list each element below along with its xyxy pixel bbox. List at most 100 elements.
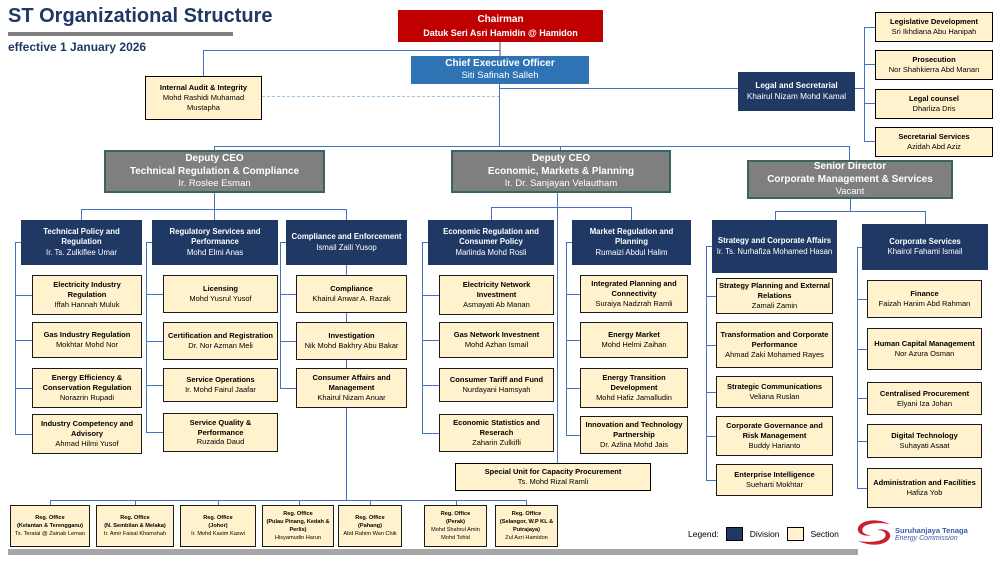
person-name: Mohd Elmi Anas — [186, 247, 244, 257]
person-name: Asmayati Ab Manan — [463, 299, 530, 309]
person-name: Marlinda Mohd Rosli — [455, 247, 527, 257]
section-box: Industry Competency and Advisory Ahmad H… — [32, 414, 142, 454]
connector-line — [422, 340, 440, 342]
connector-line — [214, 193, 216, 210]
person-name: Mohd Yusrul Yusof — [189, 294, 252, 303]
regional-office-box: Reg. Office (Pulau Pinang, Kedah & Perli… — [262, 505, 334, 547]
person-name: Sri Ikhdiana Abu Hanipah — [891, 27, 977, 36]
bottom-bar — [8, 549, 858, 555]
connector-line — [560, 146, 562, 151]
connector-line — [81, 209, 346, 211]
box-title: Legal counsel — [908, 94, 959, 104]
person-name: Ismail Zaili Yusop — [316, 242, 377, 252]
connector-line — [422, 242, 424, 433]
legal-secretarial-box: Legal and Secretarial Khairul Nizam Mohd… — [738, 72, 855, 111]
connector-line — [864, 27, 875, 29]
connector-line — [146, 242, 148, 432]
dept-title: Technical Regulation & Compliance — [129, 165, 300, 177]
section-box: Licensing Mohd Yusrul Yusof — [163, 275, 278, 313]
section-box: Digital Technology Suhayati Asaat — [867, 424, 982, 458]
box-title: Industry Competency and Advisory — [40, 419, 134, 439]
connector-line — [203, 50, 205, 76]
box-title: Reg. Office — [203, 514, 233, 521]
person-name: Ahmad Zaki Mohamed Rayes — [725, 349, 824, 359]
person-name: Khairul Nizam Anuar — [317, 392, 386, 402]
section-box: Energy Transition Development Mohd Hafiz… — [580, 368, 688, 408]
section-box: Investigation Nik Mohd Bakhry Abu Bakar — [296, 322, 407, 360]
legend-division-swatch — [725, 527, 743, 541]
connector-line — [526, 500, 528, 506]
person-name: Zaharin Zulkifli — [472, 437, 521, 447]
section-box: Innovation and Technology Partnership Dr… — [580, 416, 688, 454]
connector-line — [566, 435, 581, 437]
section-box: Consumer Tariff and Fund Nurdayani Hamsy… — [439, 368, 554, 402]
connector-line — [422, 242, 429, 244]
section-box: Administration and Facilities Hafiza Yob — [867, 468, 982, 508]
box-title: Strategic Communications — [726, 382, 823, 392]
connector-line — [706, 345, 717, 347]
connector-line — [346, 209, 348, 221]
logo-swoosh-icon — [856, 519, 892, 551]
special-unit-box: Special Unit for Capacity Procurement Ts… — [455, 463, 651, 491]
executive-box: Deputy CEO Technical Regulation & Compli… — [104, 150, 325, 193]
division-box: Market Regulation and Planning Rumaizi A… — [572, 220, 691, 265]
section-box: Strategic Communications Veliana Ruslan — [716, 376, 833, 408]
box-title: Prosecution — [912, 55, 956, 65]
person-name: Nurdayani Hamsyah — [462, 385, 531, 394]
person-name: Elyani Iza Johan — [896, 398, 953, 408]
connector-line — [456, 500, 458, 506]
person-name: Veliana Ruslan — [749, 392, 800, 401]
person-name: Nor Shahkierra Abd Manan — [888, 65, 980, 74]
box-title: Reg. Office — [511, 510, 542, 517]
box-title: Compliance and Enforcement — [291, 232, 402, 242]
connector-line — [857, 349, 868, 351]
section-box: Transformation and Corporate Performance… — [716, 322, 833, 368]
person-name: Nor Azura Osman — [894, 349, 955, 358]
legend-division-label: Division — [749, 529, 780, 539]
box-title: Service Operations — [186, 375, 255, 385]
box-title: Internal Audit & Integrity — [159, 83, 248, 93]
region-label: (Pulau Pinang, Kedah & Perlis) — [266, 518, 330, 533]
box-title: Certification and Registration — [167, 331, 273, 341]
connector-line — [15, 295, 33, 297]
box-title: Corporate Services — [889, 236, 961, 246]
person-name: Dr. Nor Azman Meli — [188, 341, 253, 350]
box-title: Reg. Office — [440, 510, 471, 517]
person-name: Buddy Harianto — [748, 440, 801, 450]
connector-line — [566, 340, 581, 342]
chairman-box: Chairman Datuk Seri Asri Hamidin @ Hamid… — [398, 10, 603, 42]
connector-line — [15, 340, 33, 342]
connector-line — [857, 247, 859, 488]
connector-line — [706, 246, 713, 248]
person-name: Hisyamudin Harun — [274, 535, 321, 542]
connector-line — [280, 242, 282, 388]
connector-line — [299, 500, 301, 506]
box-title: Finance — [910, 289, 939, 299]
connector-line — [280, 341, 297, 343]
box-title: Secretarial Services — [898, 132, 970, 142]
box-title: Strategy and Corporate Affairs — [717, 236, 832, 246]
section-box: Gas Network Investnent Mohd Azhan Ismail — [439, 322, 554, 358]
legend: Legend: Division Section — [688, 527, 839, 541]
box-title: Chairman — [477, 14, 524, 26]
person-name: Datuk Seri Asri Hamidin @ Hamidon — [423, 27, 578, 38]
title-underline — [8, 32, 233, 36]
connector-line — [50, 500, 52, 506]
box-title: Integrated Planning and Connectivity — [591, 279, 677, 299]
connector-line — [15, 388, 33, 390]
person-name: Azidah Abd Aziz — [907, 142, 961, 151]
box-title: Innovation and Technology Partnership — [585, 420, 683, 440]
division-box: Compliance and Enforcement Ismail Zaili … — [286, 220, 407, 265]
connector-line — [706, 296, 717, 298]
box-title: Consumer Tariff and Fund — [449, 375, 544, 385]
connector-line — [706, 480, 717, 482]
box-title: Electricity Industry Regulation — [53, 280, 121, 300]
person-name: Khairul Anwar A. Razak — [312, 294, 391, 303]
person-name: Suhayati Asaat — [899, 441, 950, 450]
person-name: Ir. Roslee Esman — [178, 178, 251, 190]
connector-line — [214, 209, 216, 221]
box-title: Legal and Secretarial — [755, 80, 838, 90]
person-name: Zul Azri Hamidon — [505, 535, 548, 542]
box-title: Gas Network Investnent — [453, 330, 540, 340]
connector-line — [499, 42, 501, 56]
